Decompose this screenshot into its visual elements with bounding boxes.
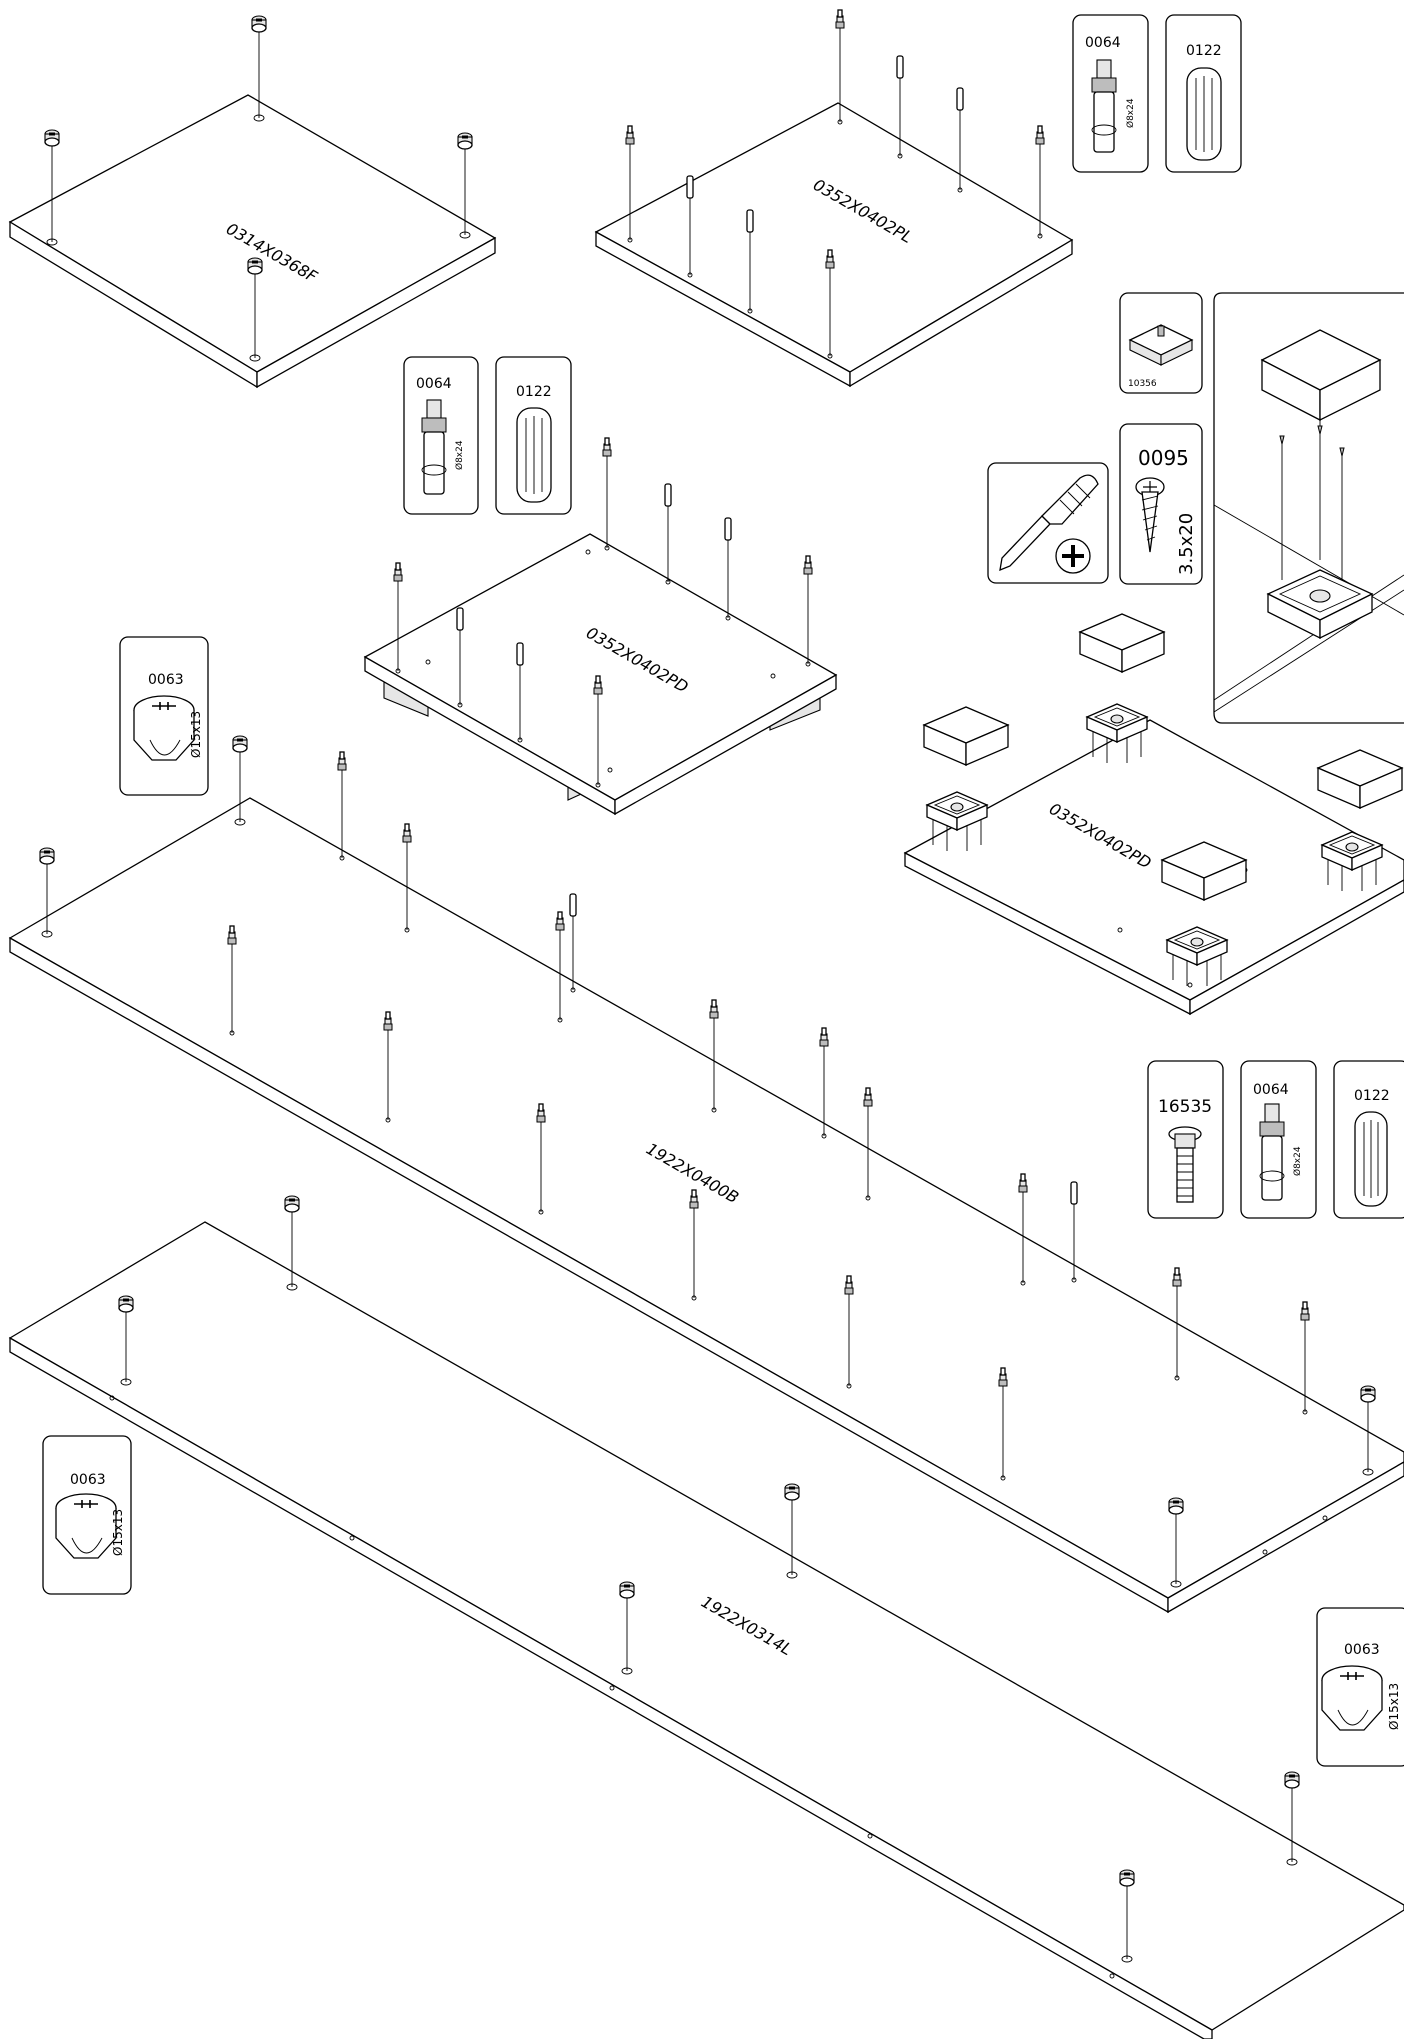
part-size-cam-bolt-1: Ø8x24	[1125, 98, 1136, 128]
part-code-cam-lock-1: 0063	[148, 672, 184, 688]
part-box-dowel-1: 0122	[1165, 14, 1242, 173]
part-code-connector: 16535	[1158, 1097, 1212, 1117]
part-size-cam-lock-1: Ø15x13	[189, 711, 203, 758]
part-size-screw: 3.5x20	[1176, 513, 1197, 575]
part-box-screw: 0095 3.5x20	[1119, 423, 1203, 585]
part-code-dowel-3: 0122	[1354, 1088, 1390, 1104]
detail-box-foot	[1213, 292, 1404, 724]
part-code-screw: 0095	[1138, 446, 1189, 470]
part-code-cam-bolt-1: 0064	[1085, 35, 1121, 51]
part-box-cam-lock-1: 0063 Ø15x13	[119, 636, 209, 796]
part-box-dowel-2: 0122	[495, 356, 572, 515]
panel-side-pl: 0352X0402PL	[594, 9, 1074, 388]
part-box-cam-lock-3: 0063 Ø15x13	[1316, 1607, 1404, 1767]
phillips-bit-icon	[1055, 538, 1091, 574]
panel-top: 0314X0368F	[8, 15, 497, 389]
part-code-cam-bolt-2: 0064	[416, 376, 452, 392]
part-box-connector: 16535	[1147, 1060, 1224, 1219]
part-code-cam-lock-2: 0063	[70, 1472, 106, 1488]
screwdriver-icon	[999, 474, 1099, 572]
panel-side-pd: 0352X0402PD	[363, 437, 838, 816]
part-box-cam-bolt-1: 0064 Ø8x24	[1072, 14, 1149, 173]
part-box-cam-bolt-2: 0064 Ø8x24	[403, 356, 479, 515]
panel-back: 1922X0400B	[8, 735, 1404, 1614]
part-box-dowel-3: 0122	[1333, 1060, 1404, 1219]
panel-side-pd-feet: 0352X0402PD	[903, 613, 1404, 1016]
part-box-cam-bolt-3: 0064 Ø8x24	[1240, 1060, 1317, 1219]
tool-box-screwdriver	[987, 462, 1109, 584]
part-size-cam-lock-3: Ø15x13	[1387, 1683, 1401, 1730]
panel-long: 1922X0314L	[8, 1195, 1404, 2039]
part-code-foot: 10356	[1128, 379, 1157, 389]
part-code-dowel-2: 0122	[516, 384, 552, 400]
part-code-dowel-1: 0122	[1186, 43, 1222, 59]
part-code-cam-lock-3: 0063	[1344, 1642, 1380, 1658]
part-box-foot: 10356	[1119, 292, 1203, 394]
part-code-cam-bolt-3: 0064	[1253, 1082, 1289, 1098]
part-size-cam-bolt-3: Ø8x24	[1292, 1146, 1303, 1176]
part-size-cam-bolt-2: Ø8x24	[454, 440, 465, 470]
part-size-cam-lock-2: Ø15x13	[111, 1509, 125, 1556]
part-box-cam-lock-2: 0063 Ø15x13	[42, 1435, 132, 1595]
